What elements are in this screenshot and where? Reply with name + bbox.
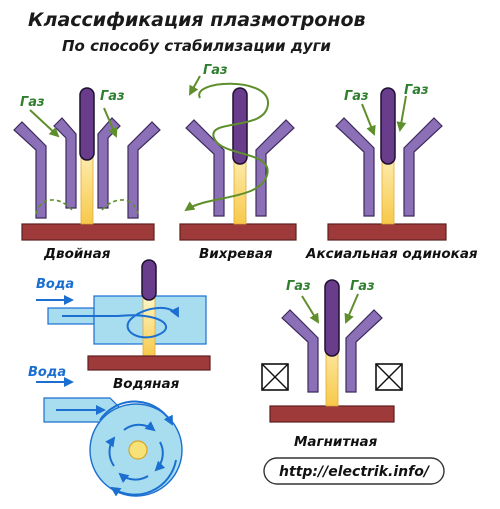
anode-plate (21, 223, 155, 241)
electrode (324, 279, 340, 357)
anode-plate (179, 223, 297, 241)
nozzle-right (345, 309, 383, 393)
water-vortex-section: Вода (28, 365, 183, 497)
source-link-badge[interactable] (263, 457, 445, 485)
gas-label: Газ (404, 83, 429, 98)
water-label: Вода (28, 365, 66, 380)
water-label: Вода (36, 277, 74, 292)
water-swirl (62, 306, 179, 339)
electrode (232, 87, 248, 165)
nozzle-right (403, 117, 443, 217)
electrode (79, 87, 95, 161)
source-link-text[interactable]: http://electrik.info/ (279, 464, 431, 480)
anode-plate (87, 355, 211, 371)
outer-nozzle-left (13, 121, 47, 219)
gas-arrow (189, 75, 201, 96)
nozzle-right (255, 119, 295, 217)
gas-arrow (344, 293, 359, 324)
gas-arrow (396, 95, 407, 132)
caption-magnetic: Магнитная (294, 434, 378, 450)
gas-arrow (301, 295, 320, 324)
gas-label: Газ (203, 63, 228, 78)
caption-axial: Аксиальная одинокая (305, 246, 478, 262)
torch-double: Газ Газ Двойная (13, 87, 161, 262)
gas-label: Газ (286, 279, 311, 294)
inner-nozzle-right (97, 117, 121, 209)
vortex-arrows (99, 400, 177, 497)
nozzle-left (281, 309, 319, 393)
torch-vortex: Газ Вихревая (179, 63, 297, 262)
source-link[interactable]: http://electrik.info/ (263, 457, 445, 485)
caption-double: Двойная (43, 246, 111, 262)
gas-flow-dashed (35, 199, 139, 215)
electrode (380, 87, 396, 165)
torch-magnetic: Газ Газ Магнитная (261, 279, 403, 450)
nozzle-left (335, 117, 375, 217)
inner-nozzle-left (53, 117, 77, 209)
gas-label: Газ (344, 89, 369, 104)
gas-arrow (361, 103, 376, 136)
gas-vortex-flow (184, 82, 270, 212)
gas-arrow (103, 107, 118, 138)
arc-core (128, 440, 148, 460)
caption-vortex: Вихревая (199, 246, 273, 262)
arc-column (142, 297, 156, 357)
gas-arrow (29, 109, 60, 138)
gas-label: Газ (100, 89, 125, 104)
magnetic-coil-right (375, 363, 403, 391)
outer-nozzle-right (127, 121, 161, 219)
diagram-title: Классификация плазмотронов (28, 9, 366, 31)
anode-plate (269, 405, 395, 423)
torch-water: Вода Водяная (36, 259, 211, 392)
caption-water: Водяная (113, 376, 180, 392)
magnetic-coil-left (261, 363, 289, 391)
anode-plate (327, 223, 447, 241)
diagram-subtitle: По способу стабилизации дуги (62, 37, 331, 55)
gas-label: Газ (20, 95, 45, 110)
gas-label: Газ (350, 279, 375, 294)
torch-axial: Газ Газ Аксиальная одинокая (305, 83, 478, 262)
nozzle-left (185, 119, 225, 217)
electrode (141, 259, 157, 301)
